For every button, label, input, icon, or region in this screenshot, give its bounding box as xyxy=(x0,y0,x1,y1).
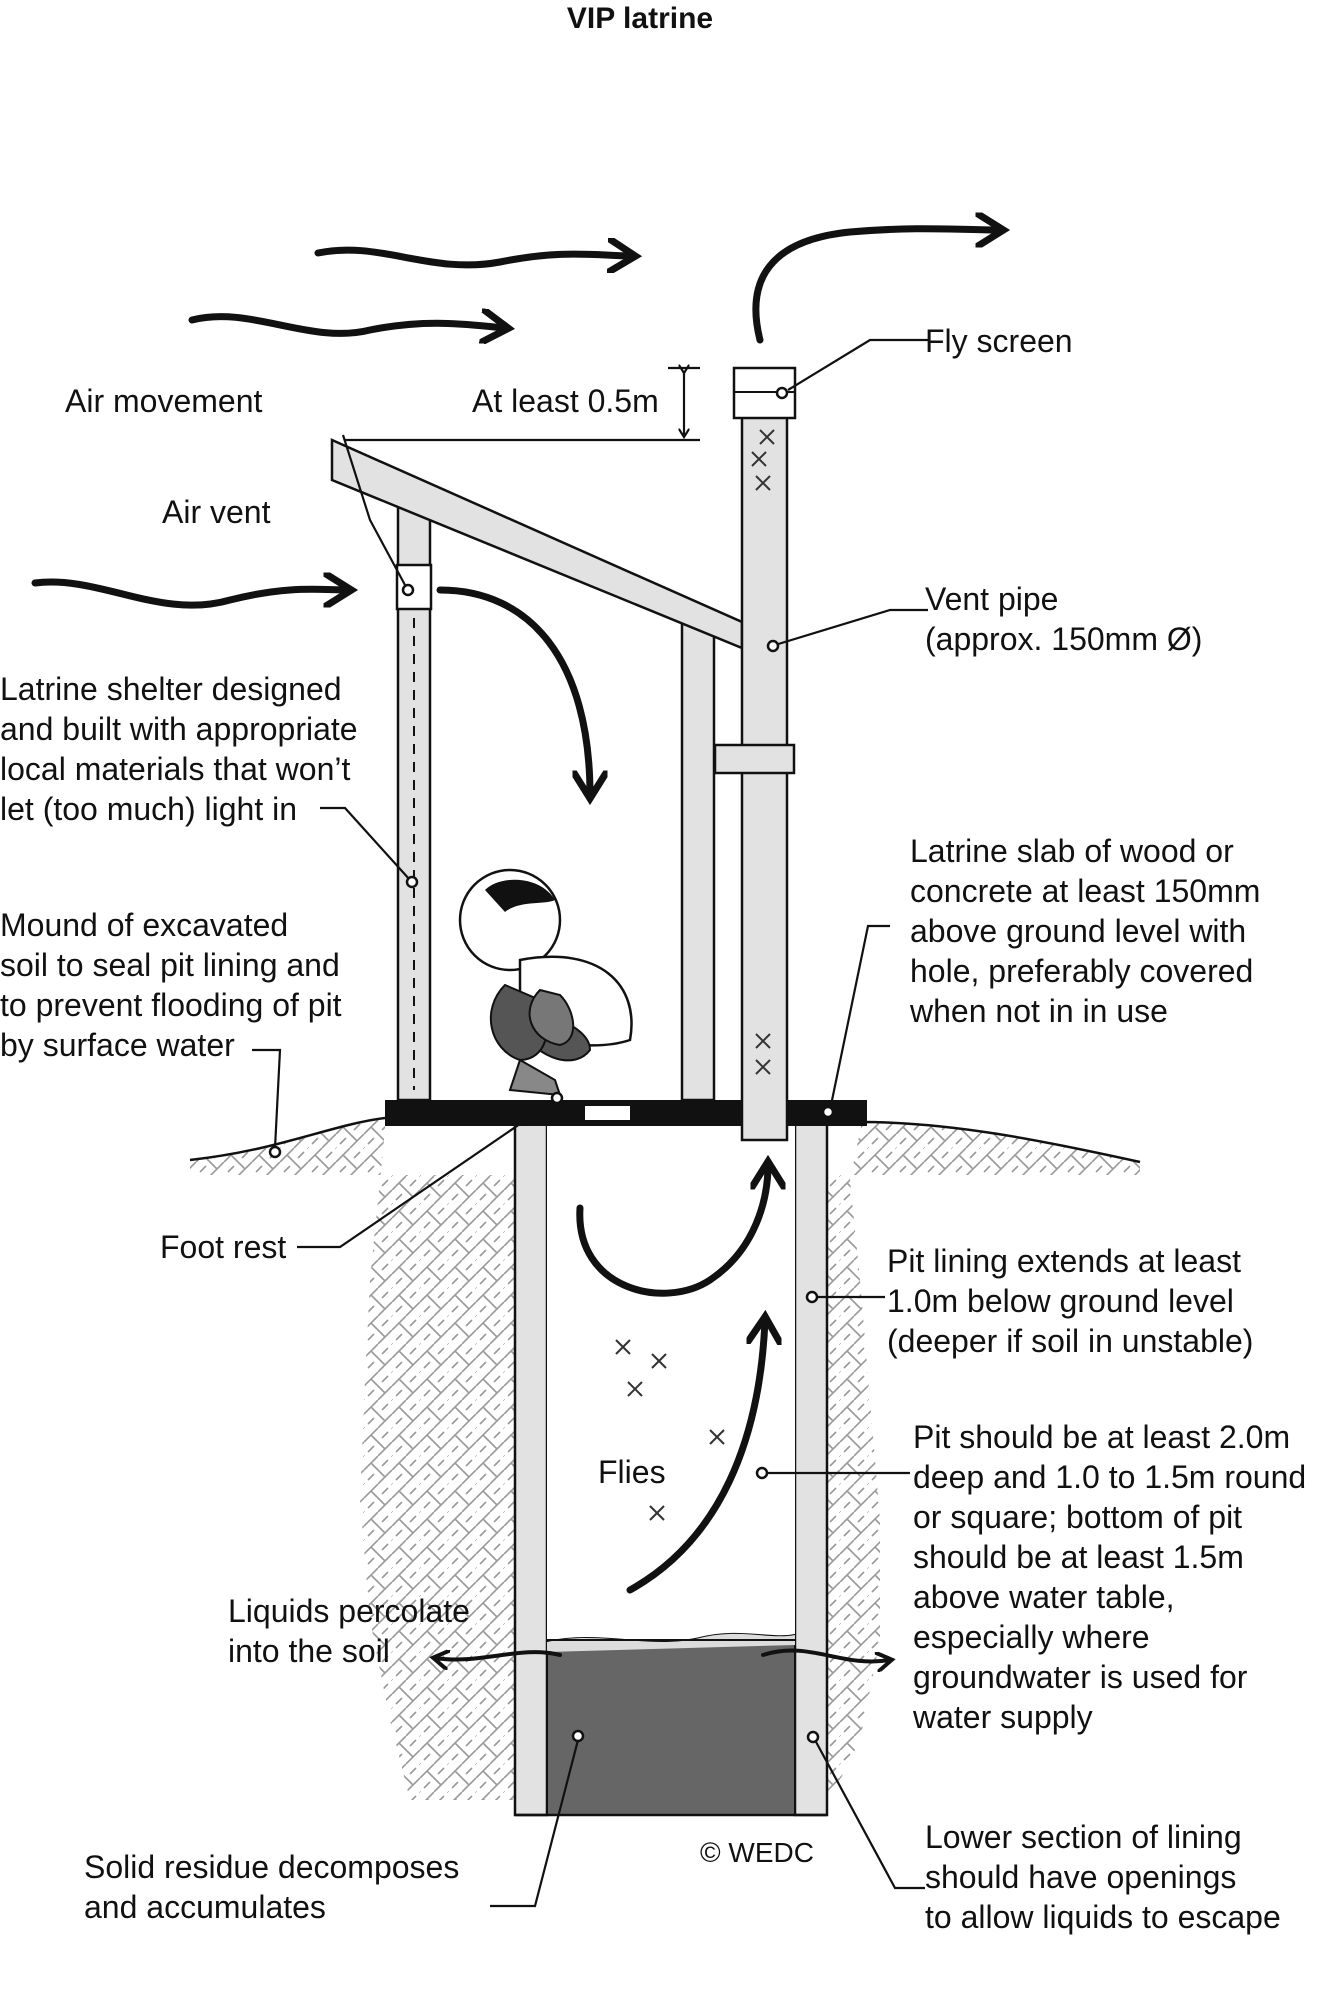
label-vent-pipe: Vent pipe (approx. 150mm Ø) xyxy=(925,581,1202,657)
diagram-title: VIP latrine xyxy=(567,2,713,35)
air-flow-arrows xyxy=(31,229,1000,1662)
squatting-person xyxy=(458,868,633,1097)
pit xyxy=(513,1118,829,1817)
label-flies: Flies xyxy=(598,1454,666,1490)
label-at-least: At least 0.5m xyxy=(472,383,659,419)
label-air-movement: Air movement xyxy=(65,383,263,419)
leader-lines xyxy=(252,338,928,1908)
label-solid: Solid residue decomposes and accumulates xyxy=(84,1849,468,1925)
label-pit-depth: Pit should be at least 2.0m deep and 1.0… xyxy=(912,1419,1315,1735)
label-fly-screen: Fly screen xyxy=(925,323,1073,359)
flies xyxy=(615,429,775,1521)
label-mound: Mound of excavated soil to seal pit lini… xyxy=(0,907,350,1063)
label-foot-rest: Foot rest xyxy=(160,1229,286,1265)
label-slab: Latrine slab of wood or concrete at leas… xyxy=(909,833,1269,1029)
label-pit-lining: Pit lining extends at least 1.0m below g… xyxy=(887,1243,1253,1359)
copyright: © WEDC xyxy=(700,1837,814,1868)
label-lower-lining: Lower section of lining should have open… xyxy=(925,1819,1281,1935)
labels: Air movement At least 0.5m Fly screen Ai… xyxy=(0,323,1315,1935)
label-air-vent: Air vent xyxy=(162,494,271,530)
latrine-slab xyxy=(385,1100,867,1126)
label-liquids: Liquids percolate into the soil xyxy=(228,1593,479,1669)
latrine-shelter xyxy=(330,366,797,1142)
label-shelter: Latrine shelter designed and built with … xyxy=(0,671,366,827)
